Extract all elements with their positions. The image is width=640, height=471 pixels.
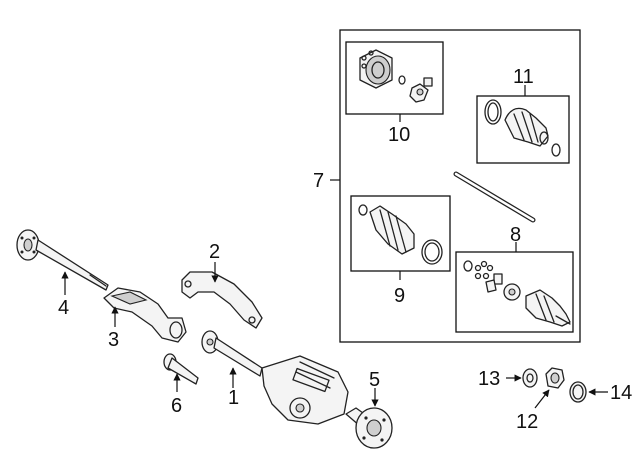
callout-11: 11 — [513, 66, 534, 88]
nut-part-12 — [545, 367, 565, 389]
callout-9: 9 — [394, 285, 405, 307]
callout-2: 2 — [209, 241, 220, 263]
axle-shaft-part — [16, 229, 109, 291]
kit-group-box — [339, 29, 581, 343]
callout-12: 12 — [516, 411, 538, 433]
callout-3: 3 — [108, 329, 119, 351]
box-part-11 — [476, 95, 570, 164]
halfshaft-bar-part — [453, 171, 536, 223]
callout-14: 14 — [610, 382, 632, 404]
axle-housing-tube-part — [103, 287, 187, 343]
box-part-8 — [455, 251, 574, 333]
callout-5: 5 — [369, 369, 380, 391]
box-part-10 — [345, 41, 444, 115]
cap-part-14 — [569, 381, 587, 403]
cv-joint-assembly-part — [463, 260, 571, 327]
callout-13: 13 — [478, 368, 500, 390]
callout-1: 1 — [228, 387, 239, 409]
callout-6: 6 — [171, 395, 182, 417]
inner-cv-joint-housing-part — [359, 49, 433, 103]
inner-boot-kit-part — [358, 204, 443, 265]
washer-part-13 — [522, 368, 538, 388]
callout-7: 7 — [313, 170, 324, 192]
outer-boot-kit-part — [484, 99, 561, 157]
mounting-bracket-part — [181, 271, 263, 329]
callout-10: 10 — [388, 124, 410, 146]
callout-4: 4 — [58, 297, 69, 319]
pinion-shaft-part — [163, 353, 199, 385]
callout-8: 8 — [510, 224, 521, 246]
companion-flange-part — [345, 407, 393, 449]
differential-carrier-part — [201, 330, 349, 425]
